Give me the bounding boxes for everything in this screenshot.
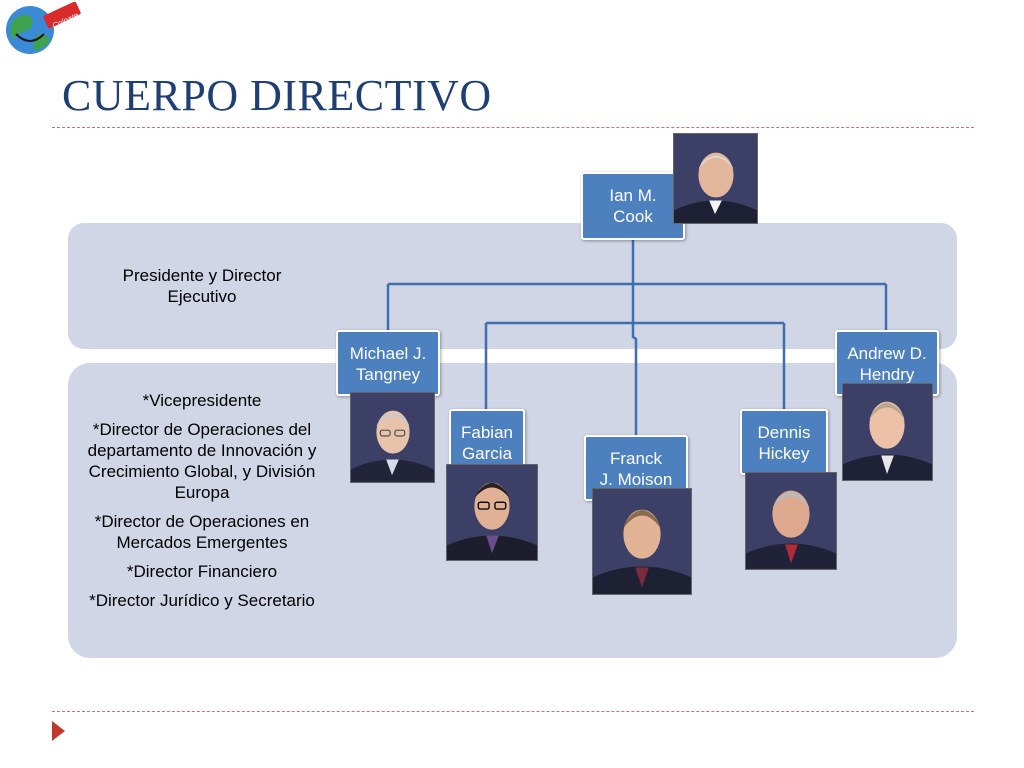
portrait-icon (746, 473, 836, 569)
role-ceo: Presidente y Director Ejecutivo (122, 266, 282, 306)
role-coo-emerging: *Director de Operaciones en Mercados Eme… (94, 512, 310, 552)
role-coo-europe: *Director de Operaciones del departament… (87, 420, 317, 502)
portrait-garcia (446, 464, 538, 561)
node-name-line: Andrew D. (847, 344, 927, 363)
node-name-line: Michael J. (349, 344, 427, 363)
node-name-line: Hendry (859, 365, 915, 384)
portrait-icon (843, 384, 932, 480)
node-name-line: Cook (613, 207, 653, 226)
node-name-line: Hickey (758, 444, 810, 463)
role-legal: *Director Jurídico y Secretario (89, 591, 315, 610)
band-president (68, 223, 957, 349)
slide-title: CUERPO DIRECTIVO (62, 71, 492, 120)
portrait-icon (674, 134, 757, 223)
portrait-hendry (842, 383, 933, 481)
node-name-line: Dennis (757, 423, 811, 442)
bottom-divider (52, 711, 974, 712)
node-name-line: Tangney (355, 365, 421, 384)
roles-officers: *Vicepresidente *Director de Operaciones… (74, 390, 330, 619)
node-name-line: Franck (610, 449, 662, 468)
role-vp: *Vicepresidente (142, 391, 262, 410)
portrait-cook (673, 133, 758, 224)
org-node-tangney[interactable]: Michael J. Tangney (336, 330, 440, 396)
node-name-line: Ian M. (609, 186, 657, 205)
portrait-hickey (745, 472, 837, 570)
globe-smile-icon: Colgate (6, 1, 81, 54)
portrait-moison (592, 488, 692, 595)
node-name-line: Fabian (461, 423, 513, 442)
play-arrow-icon (52, 721, 65, 741)
node-name-line: J. Moison (599, 470, 673, 489)
portrait-tangney (350, 392, 435, 483)
org-node-cook[interactable]: Ian M. Cook (581, 172, 685, 240)
roles-president: Presidente y Director Ejecutivo (92, 265, 312, 315)
portrait-icon (351, 393, 434, 482)
node-name-line: Garcia (461, 444, 513, 463)
colgate-logo: Colgate (2, 1, 82, 56)
role-cfo: *Director Financiero (126, 562, 278, 581)
portrait-icon (593, 489, 691, 594)
top-divider (52, 127, 974, 128)
portrait-icon (447, 465, 537, 560)
